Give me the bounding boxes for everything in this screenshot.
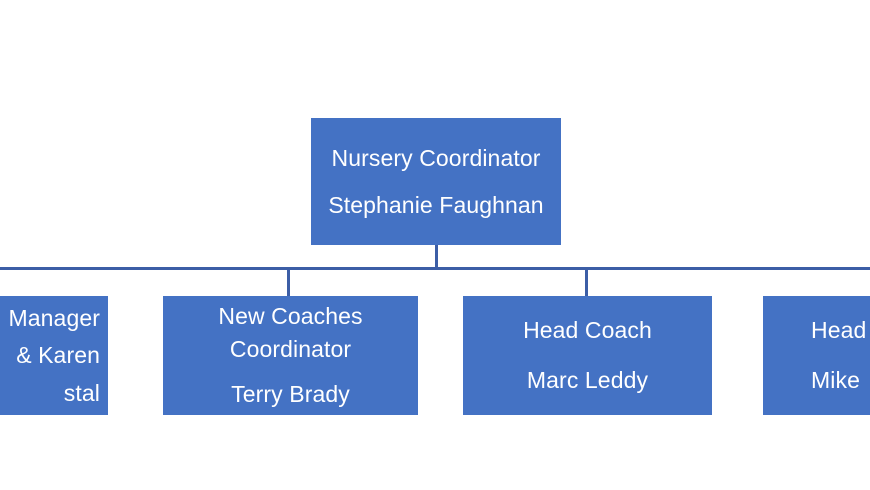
org-node-title: Manager xyxy=(8,304,100,331)
org-node-title: Head xyxy=(811,317,867,344)
org-node-name: & Karen xyxy=(16,342,100,369)
org-node-nursery-coordinator[interactable]: Nursery Coordinator Stephanie Faughnan xyxy=(311,118,561,245)
org-node-head-coach-marc-leddy[interactable]: Head Coach Marc Leddy xyxy=(463,296,712,415)
org-node-title-line-1: New Coaches xyxy=(218,303,363,330)
org-node-head-coach-mike[interactable]: Head Mike xyxy=(763,296,870,415)
org-node-title-line-2: Coordinator xyxy=(229,335,352,362)
org-node-title: Head Coach xyxy=(523,317,652,344)
org-node-name-secondary: stal xyxy=(63,379,100,406)
connector-drop-head-coach xyxy=(585,267,588,297)
connector-root-stem xyxy=(435,245,438,269)
org-node-name: Mike xyxy=(811,367,860,393)
connector-horizontal-bus xyxy=(0,267,870,270)
org-node-manager[interactable]: Manager & Karen stal xyxy=(0,296,108,415)
org-node-name: Marc Leddy xyxy=(526,367,649,393)
org-node-new-coaches-coordinator[interactable]: New Coaches Coordinator Terry Brady xyxy=(163,296,418,415)
org-node-title: Nursery Coordinator xyxy=(331,144,541,171)
org-node-name: Stephanie Faughnan xyxy=(328,191,544,218)
connector-drop-new-coaches xyxy=(287,267,290,297)
org-node-name: Terry Brady xyxy=(231,381,350,408)
